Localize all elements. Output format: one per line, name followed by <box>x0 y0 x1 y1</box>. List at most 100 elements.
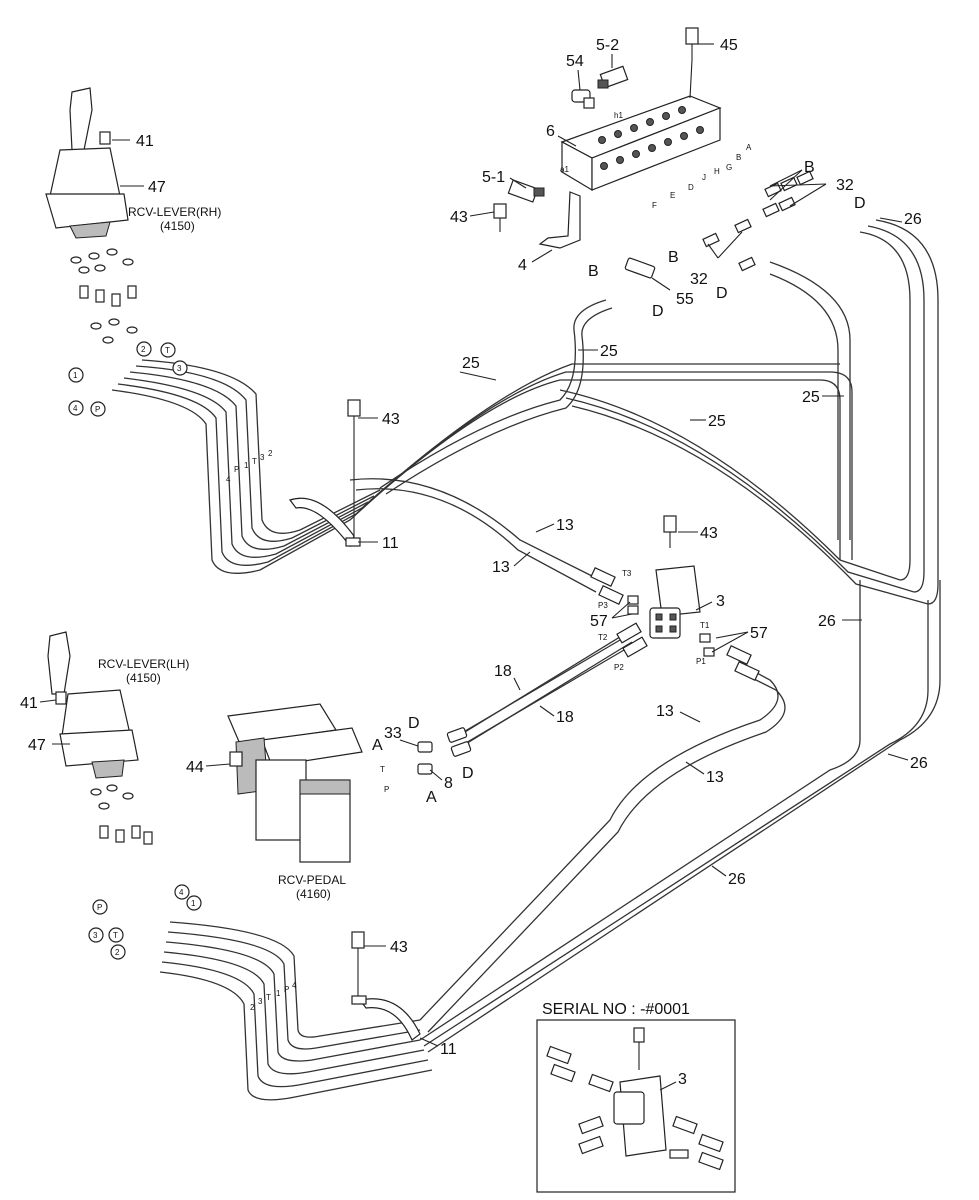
label-18-upper: 18 <box>494 663 512 680</box>
svg-text:T: T <box>165 346 170 355</box>
manifold-block <box>560 59 722 192</box>
pressure-sensor-5-2 <box>597 65 629 89</box>
svg-text:P1: P1 <box>696 657 706 666</box>
leader-lines <box>39 43 909 1047</box>
svg-text:P: P <box>284 985 289 994</box>
fitting-cluster-32 <box>702 170 814 272</box>
label-13-lower-a: 13 <box>656 703 674 720</box>
lh-connection-markers: P 3 T 2 4 1 2 3 T 1 P 4 <box>88 884 297 1012</box>
rcv-lever-lh-title: RCV-LEVER(LH) <box>98 657 189 671</box>
svg-text:2: 2 <box>268 449 273 458</box>
hose-bundle-rh <box>111 359 853 574</box>
label-47-lh: 47 <box>28 737 46 754</box>
svg-text:T: T <box>113 931 118 940</box>
label-26-right: 26 <box>904 211 922 228</box>
label-port-d-mid: D <box>716 285 728 302</box>
label-47-rh: 47 <box>148 179 166 196</box>
svg-text:4: 4 <box>73 404 78 413</box>
svg-text:1: 1 <box>191 899 196 908</box>
rcv-lever-rh-code: (4150) <box>160 219 195 233</box>
hose-13-lower <box>419 663 779 1021</box>
rcv-lever-rh-title: RCV-LEVER(RH) <box>128 205 221 219</box>
rh-connection-markers: 1 2 T 3 4 P 4 P 1 T 3 2 <box>68 341 273 484</box>
svg-text:P2: P2 <box>614 663 624 672</box>
hose-25-right <box>769 261 851 540</box>
label-port-d-right: D <box>854 195 866 212</box>
label-port-b-mid: B <box>668 249 679 266</box>
label-43-tee: 43 <box>700 525 718 542</box>
svg-text:P: P <box>384 785 389 794</box>
svg-text:h1: h1 <box>614 111 623 120</box>
label-45: 45 <box>720 37 738 54</box>
label-5-1: 5-1 <box>482 169 505 186</box>
inset-label-3: 3 <box>678 1071 687 1088</box>
part-labels: 45 5-2 54 6 5-1 43 4 B 32 D 26 B B 32 D … <box>20 37 928 1058</box>
label-26-mid: 26 <box>818 613 836 630</box>
svg-text:3: 3 <box>177 364 182 373</box>
serial-number-label: SERIAL NO : -#0001 <box>542 1001 690 1018</box>
label-13-upper-a: 13 <box>556 517 574 534</box>
label-32-right: 32 <box>836 177 854 194</box>
svg-text:a1: a1 <box>560 165 569 174</box>
hose-bundle-right-returns <box>559 219 939 605</box>
label-3-tee: 3 <box>716 593 725 610</box>
svg-text:P: P <box>234 465 239 474</box>
label-25-right: 25 <box>802 389 820 406</box>
rcv-lever-lh <box>47 631 139 779</box>
bolt-43-clamp-lower <box>351 931 365 1000</box>
label-6: 6 <box>546 123 555 140</box>
hose-13-upper <box>349 478 601 581</box>
label-13-lower-b: 13 <box>706 769 724 786</box>
label-13-upper-b: 13 <box>492 559 510 576</box>
elbow-fitting-54 <box>571 89 595 109</box>
svg-text:2: 2 <box>250 1003 255 1012</box>
label-43-clamp-upper: 43 <box>382 411 400 428</box>
fitting-33 <box>417 741 433 753</box>
hose-25-riser <box>379 299 607 489</box>
label-26-lower: 26 <box>728 871 746 888</box>
svg-text:2: 2 <box>141 345 146 354</box>
hose-26-lower <box>419 580 861 1041</box>
svg-text:T: T <box>266 993 271 1002</box>
rcv-lever-rh <box>45 87 129 239</box>
bolt-43-clamp-upper <box>347 399 361 540</box>
label-11-lower: 11 <box>440 1041 457 1058</box>
bolt-43-top <box>493 203 507 232</box>
svg-text:1: 1 <box>244 461 249 470</box>
label-port-b-right: B <box>804 159 815 176</box>
svg-text:P3: P3 <box>598 601 608 610</box>
label-43-clamp-lower: 43 <box>390 939 408 956</box>
svg-text:P: P <box>95 405 100 414</box>
svg-text:3: 3 <box>260 453 265 462</box>
svg-text:B: B <box>736 153 741 162</box>
hose-25-right-2 <box>769 273 839 540</box>
fitting-55 <box>624 257 656 279</box>
svg-text:P: P <box>97 903 102 912</box>
label-port-b-low: B <box>588 263 599 280</box>
label-41-lh: 41 <box>20 695 38 712</box>
rcv-pedal-code: (4160) <box>296 887 331 901</box>
label-55: 55 <box>676 291 694 308</box>
hose-26-lower-3 <box>423 600 929 1047</box>
svg-text:1: 1 <box>73 371 78 380</box>
label-port-d-33: D <box>408 715 420 732</box>
fitting-8 <box>417 763 433 775</box>
label-port-d-8: D <box>462 765 474 782</box>
label-25-left: 25 <box>462 355 480 372</box>
serial-inset: SERIAL NO : -#0001 3 <box>536 1001 736 1193</box>
rcv-pedal <box>227 703 363 863</box>
svg-text:2: 2 <box>115 948 120 957</box>
hose-25-riser-2 <box>385 307 613 495</box>
label-port-d-55: D <box>652 303 664 320</box>
svg-text:G: G <box>726 163 732 172</box>
label-57-right: 57 <box>750 625 768 642</box>
bolt-44 <box>229 751 243 767</box>
label-32-mid: 32 <box>690 271 708 288</box>
svg-text:A: A <box>746 143 752 152</box>
svg-text:F: F <box>652 201 657 210</box>
port-labels: h1 a1 T3 P3 T2 P2 T1 P1 A B G H J D E F … <box>380 111 752 794</box>
label-4: 4 <box>518 257 527 274</box>
label-43-top: 43 <box>450 209 468 226</box>
label-11-upper: 11 <box>382 535 399 552</box>
